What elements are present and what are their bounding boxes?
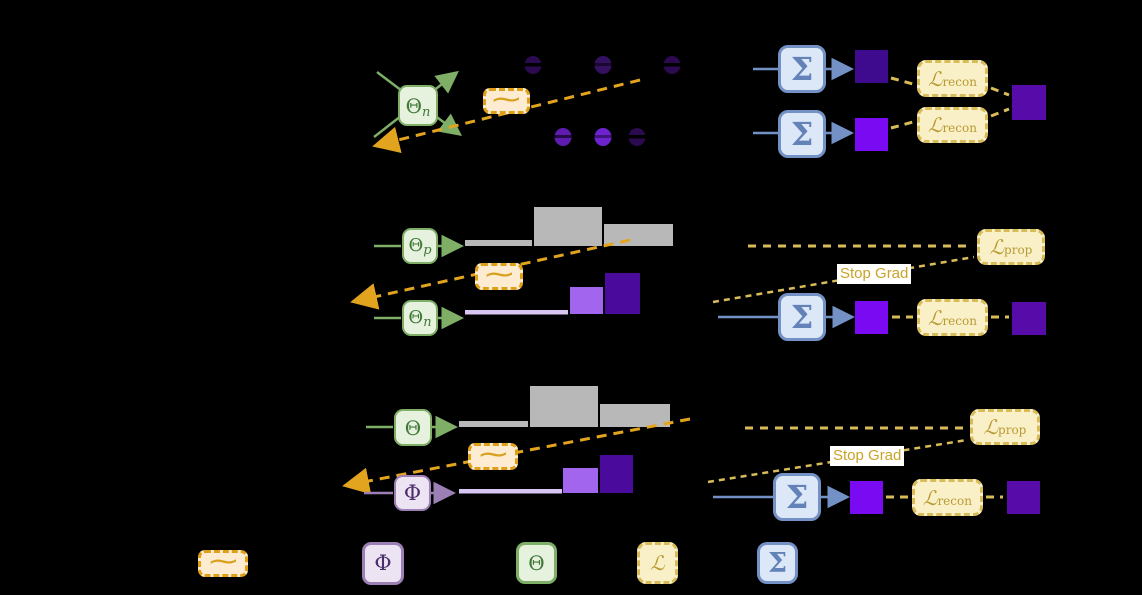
loss-symbol: ℒ — [923, 485, 938, 510]
row-c-sum-output-square — [850, 481, 883, 514]
row-c-gray-histogram — [459, 386, 670, 427]
loss-subscript: recon — [942, 75, 977, 89]
row-a-sum-output-square-bottom — [855, 118, 888, 151]
theta-label: Θ — [408, 307, 424, 328]
loss-symbol: ℒ — [928, 66, 943, 91]
sigma-symbol: Σ — [790, 115, 814, 153]
row-a-spike-dots — [524, 56, 681, 146]
loss-symbol: ℒ — [650, 551, 665, 575]
theta-subscript: n — [423, 315, 432, 330]
phi-label: Φ — [374, 551, 392, 575]
row-c-sum-box: Σ — [773, 473, 821, 521]
row-c-sampling-arrow — [342, 417, 691, 495]
theta-subscript: n — [422, 105, 431, 120]
row-c-encoder-box: Θ — [394, 409, 432, 446]
sigma-symbol: Σ — [785, 478, 809, 516]
row-a-sampling-arrow — [372, 78, 641, 154]
row-b-gray-histogram — [465, 207, 673, 246]
loss-symbol: ℒ — [989, 235, 1005, 259]
loss-subscript: prop — [1004, 243, 1033, 257]
theta-label: Θ — [408, 235, 424, 256]
tilde-symbol: ∼ — [489, 83, 524, 115]
theta-label: Θ — [528, 551, 545, 575]
row-a-sum-top-box: Σ — [778, 45, 826, 93]
sigma-symbol: Σ — [790, 298, 814, 336]
row-c-decoder-box: Φ — [394, 475, 431, 511]
row-c-stop-grad-label: Stop Grad — [830, 446, 905, 466]
row-c-purple-histogram — [459, 455, 633, 494]
row-a-sum-bottom-box: Σ — [778, 110, 826, 158]
spike-dot — [594, 128, 612, 146]
sigma-symbol: Σ — [767, 547, 788, 579]
legend-encoder-box: Θ — [516, 542, 557, 584]
tilde-symbol: ∼ — [482, 259, 516, 290]
theta-subscript: p — [423, 243, 432, 258]
legend-decoder-box: Φ — [362, 542, 404, 585]
loss-subscript: recon — [937, 494, 972, 508]
phi-label: Φ — [403, 480, 422, 505]
loss-subscript: recon — [942, 121, 977, 135]
legend-sampler-box: ∼ — [198, 546, 248, 577]
row-a-loss-links-top — [890, 76, 1010, 97]
legend-sum-box: Σ — [757, 542, 798, 584]
loss-subscript: prop — [998, 423, 1027, 437]
row-b-sampler-box: ∼ — [475, 259, 523, 290]
row-b-sum-output-square — [855, 301, 888, 334]
loss-symbol: ℒ — [983, 415, 999, 439]
theta-label: Θ — [404, 415, 422, 440]
loss-symbol: ℒ — [928, 305, 943, 330]
row-a-target-square — [1012, 85, 1046, 120]
row-b-sum-box: Σ — [778, 293, 826, 341]
tilde-symbol: ∼ — [206, 546, 240, 577]
row-b-purple-histogram — [465, 273, 640, 315]
row-b-stop-grad-label: Stop Grad — [837, 264, 912, 284]
row-a-loss-links-bottom — [890, 107, 1010, 130]
legend-loss-box: ℒ — [637, 542, 678, 584]
row-c-target-square — [1007, 481, 1040, 514]
theta-label: Θ — [405, 93, 423, 118]
row-c-sampler-box: ∼ — [468, 439, 518, 470]
row-a-sum-output-square-top — [855, 50, 888, 83]
sigma-symbol: Σ — [790, 50, 814, 88]
loss-symbol: ℒ — [928, 113, 943, 137]
tilde-symbol: ∼ — [476, 439, 510, 470]
loss-subscript: recon — [942, 314, 977, 328]
row-b-target-square — [1012, 302, 1046, 335]
row-a-sampler-box: ∼ — [483, 83, 530, 115]
